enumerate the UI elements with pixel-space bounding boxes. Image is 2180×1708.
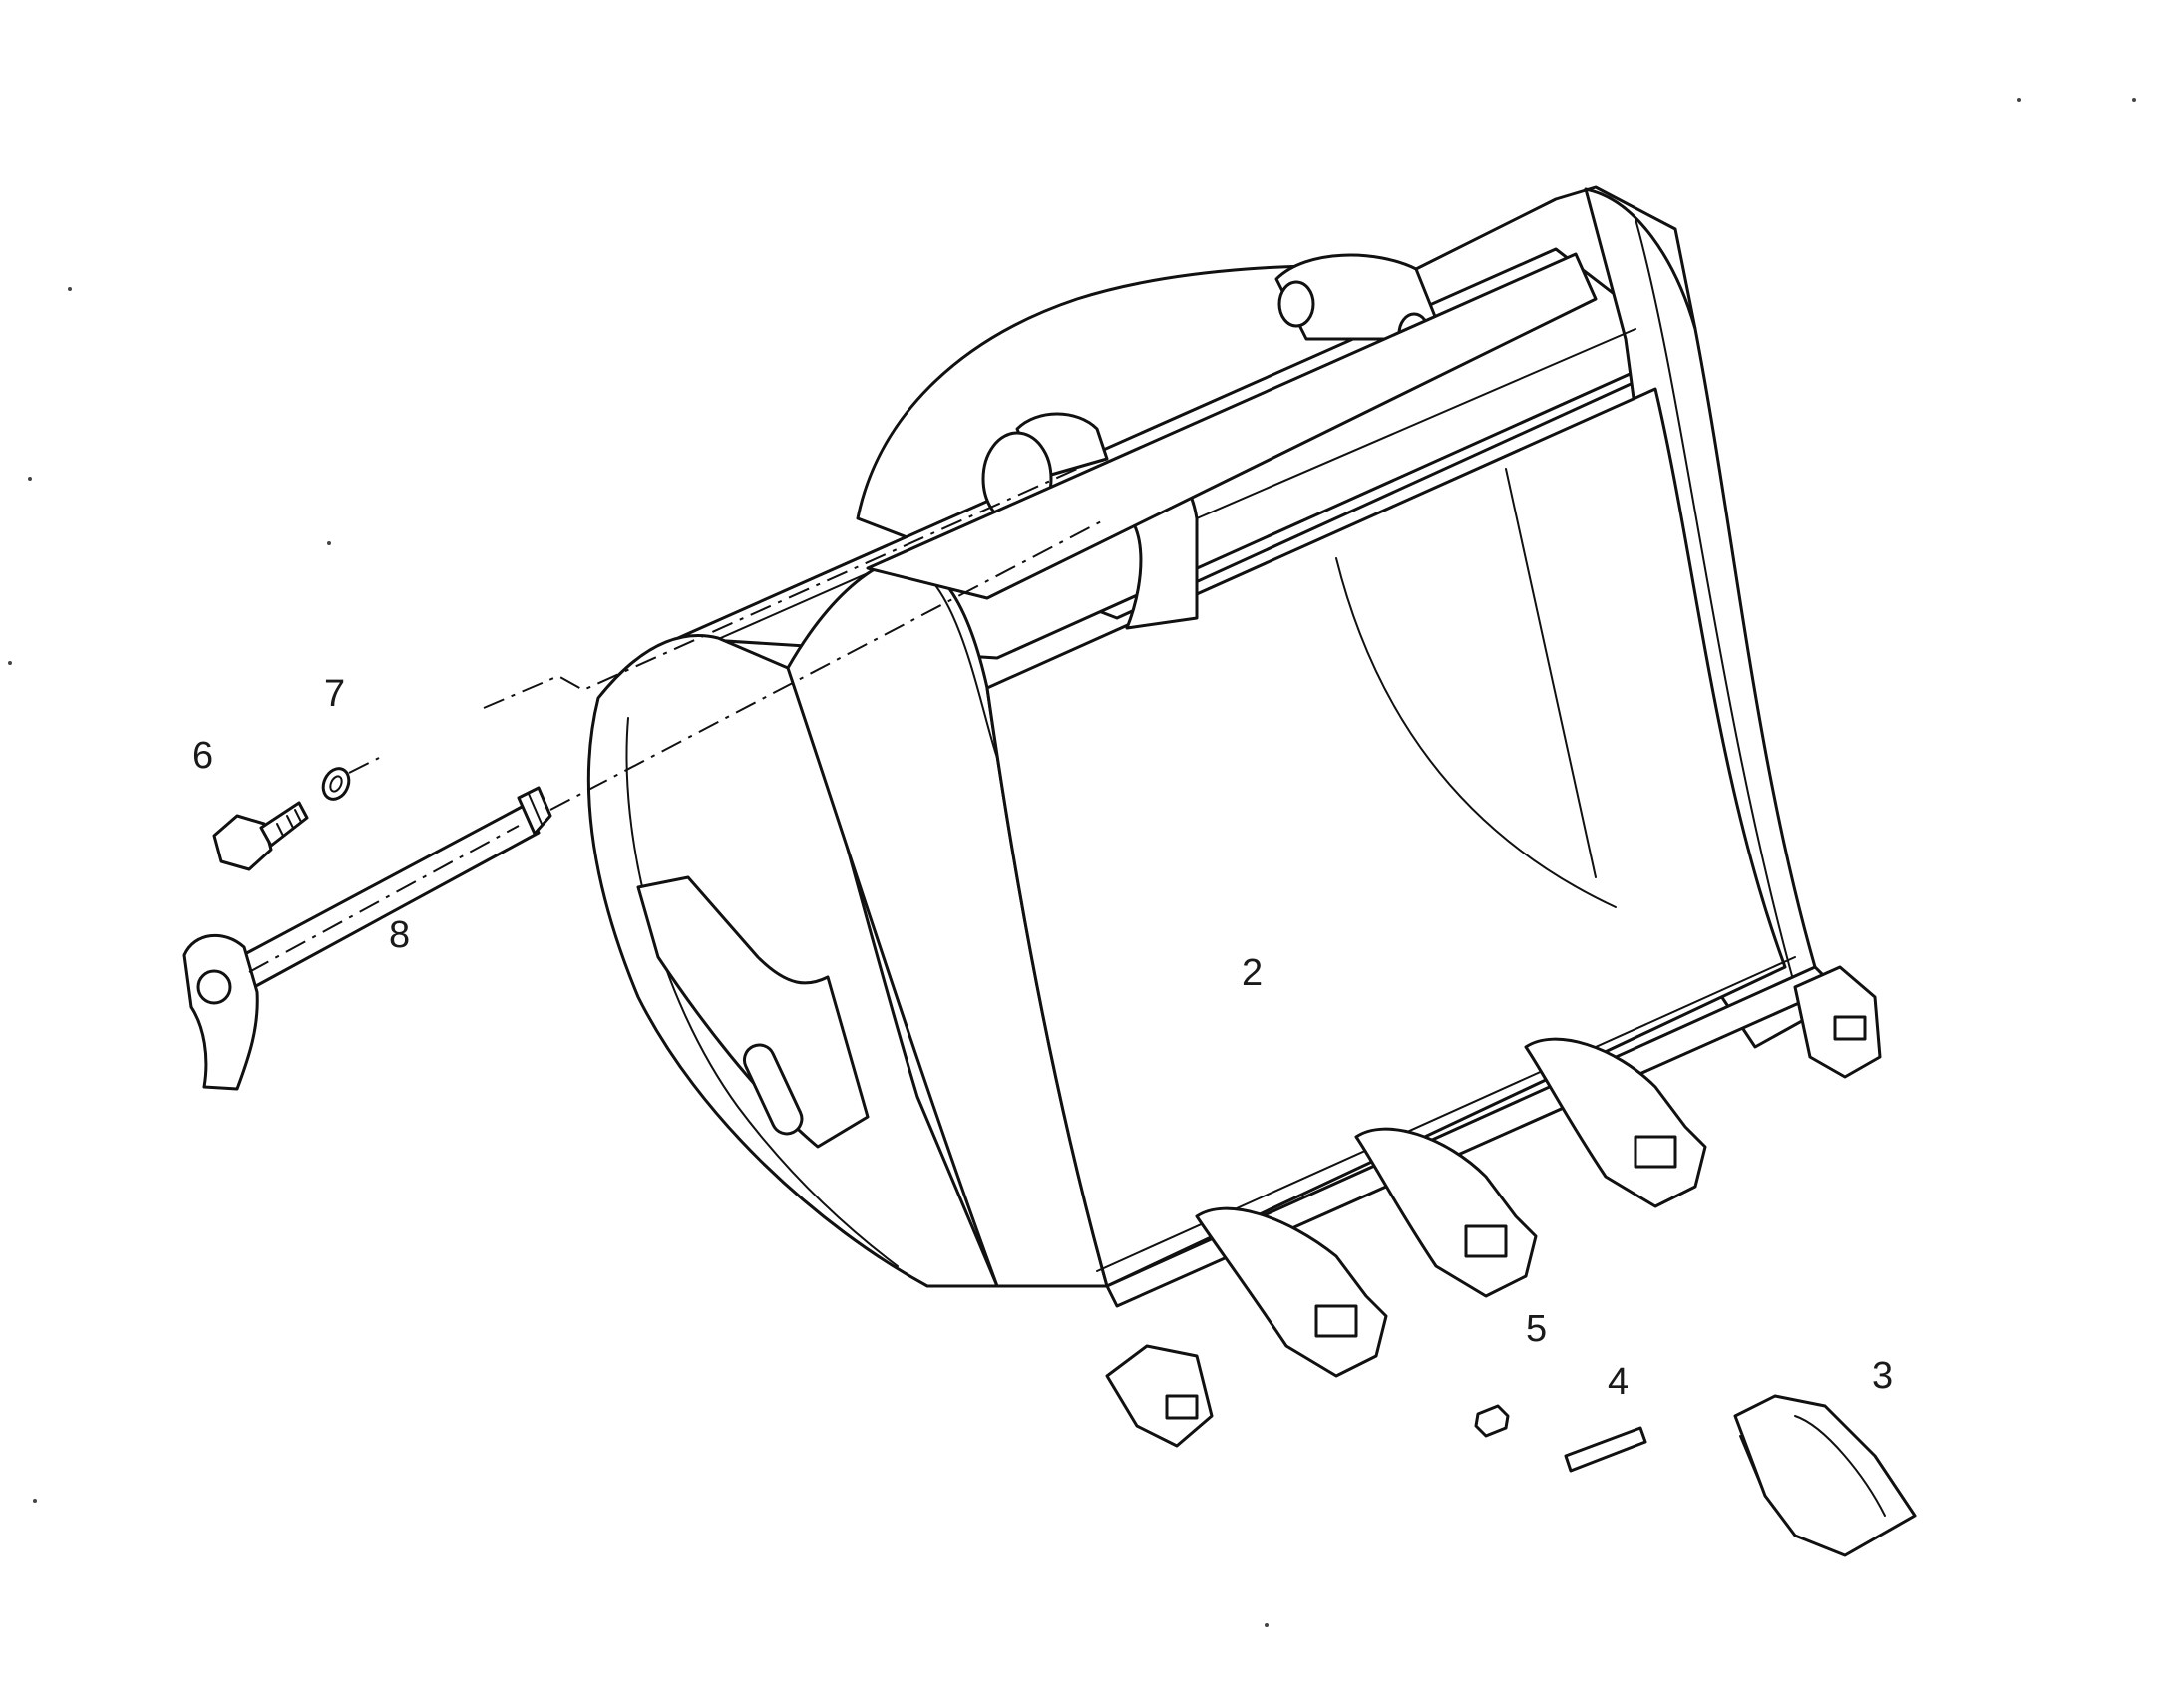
label-washer: 7 — [324, 673, 345, 715]
lock-drawing — [1476, 1406, 1508, 1436]
label-retainer-pin: 4 — [1608, 1361, 1629, 1403]
bolt-drawing — [214, 803, 307, 869]
bucket-teeth — [1107, 967, 1880, 1446]
scan-specks — [8, 98, 2136, 1627]
part-labels: 2 3 4 5 6 7 8 — [192, 673, 1893, 1403]
bucket-drawing — [588, 187, 1845, 1306]
label-bucket: 2 — [1242, 952, 1263, 994]
washer-drawing — [318, 764, 353, 803]
label-bolt: 6 — [192, 735, 213, 777]
label-pin: 8 — [389, 914, 410, 956]
label-tooth: 3 — [1872, 1355, 1893, 1397]
centerlines — [248, 468, 1108, 973]
retainer-pin-drawing — [1566, 1428, 1645, 1471]
label-lock: 5 — [1526, 1308, 1547, 1350]
tooth-drawing — [1735, 1396, 1915, 1555]
